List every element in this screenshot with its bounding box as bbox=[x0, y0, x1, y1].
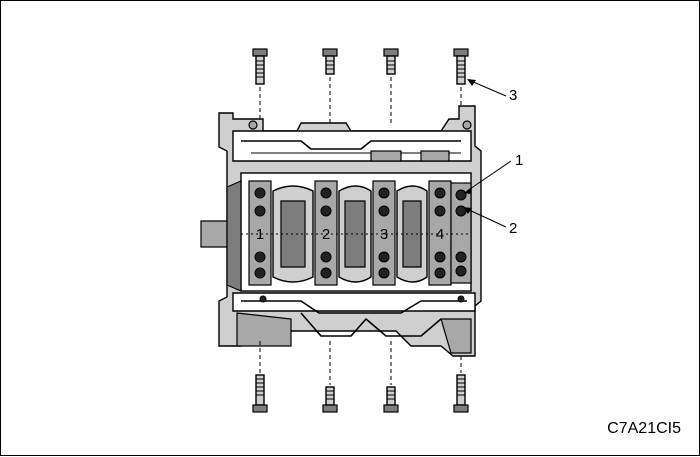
callout-1: 1 bbox=[515, 152, 523, 169]
journal-label: 1 bbox=[256, 226, 264, 243]
bolt-bottom-4 bbox=[453, 356, 469, 413]
journal-labels: 1 2 3 4 bbox=[256, 226, 444, 243]
callout-2: 2 bbox=[509, 220, 517, 237]
main-bearing-caps bbox=[248, 180, 472, 286]
crankshaft bbox=[241, 185, 471, 283]
callout-leaders bbox=[463, 79, 512, 228]
bolt-bottom-3 bbox=[383, 341, 399, 413]
figure-code: C7A21CI5 bbox=[607, 420, 681, 437]
bolt-bottom-1 bbox=[252, 341, 268, 413]
bolt-top-2 bbox=[322, 48, 338, 126]
bolt-top-3 bbox=[383, 48, 399, 126]
bolt-bottom-2 bbox=[322, 341, 338, 413]
engine-block: 1 2 3 4 bbox=[200, 105, 482, 357]
bolt-top-4 bbox=[453, 48, 469, 113]
bolt-top-1 bbox=[252, 48, 268, 119]
journal-label: 2 bbox=[322, 226, 330, 243]
top-bolts bbox=[252, 48, 469, 126]
bottom-bolts bbox=[252, 341, 469, 413]
journal-label: 4 bbox=[436, 226, 444, 243]
journal-label: 3 bbox=[380, 226, 388, 243]
callout-3: 3 bbox=[509, 87, 517, 104]
